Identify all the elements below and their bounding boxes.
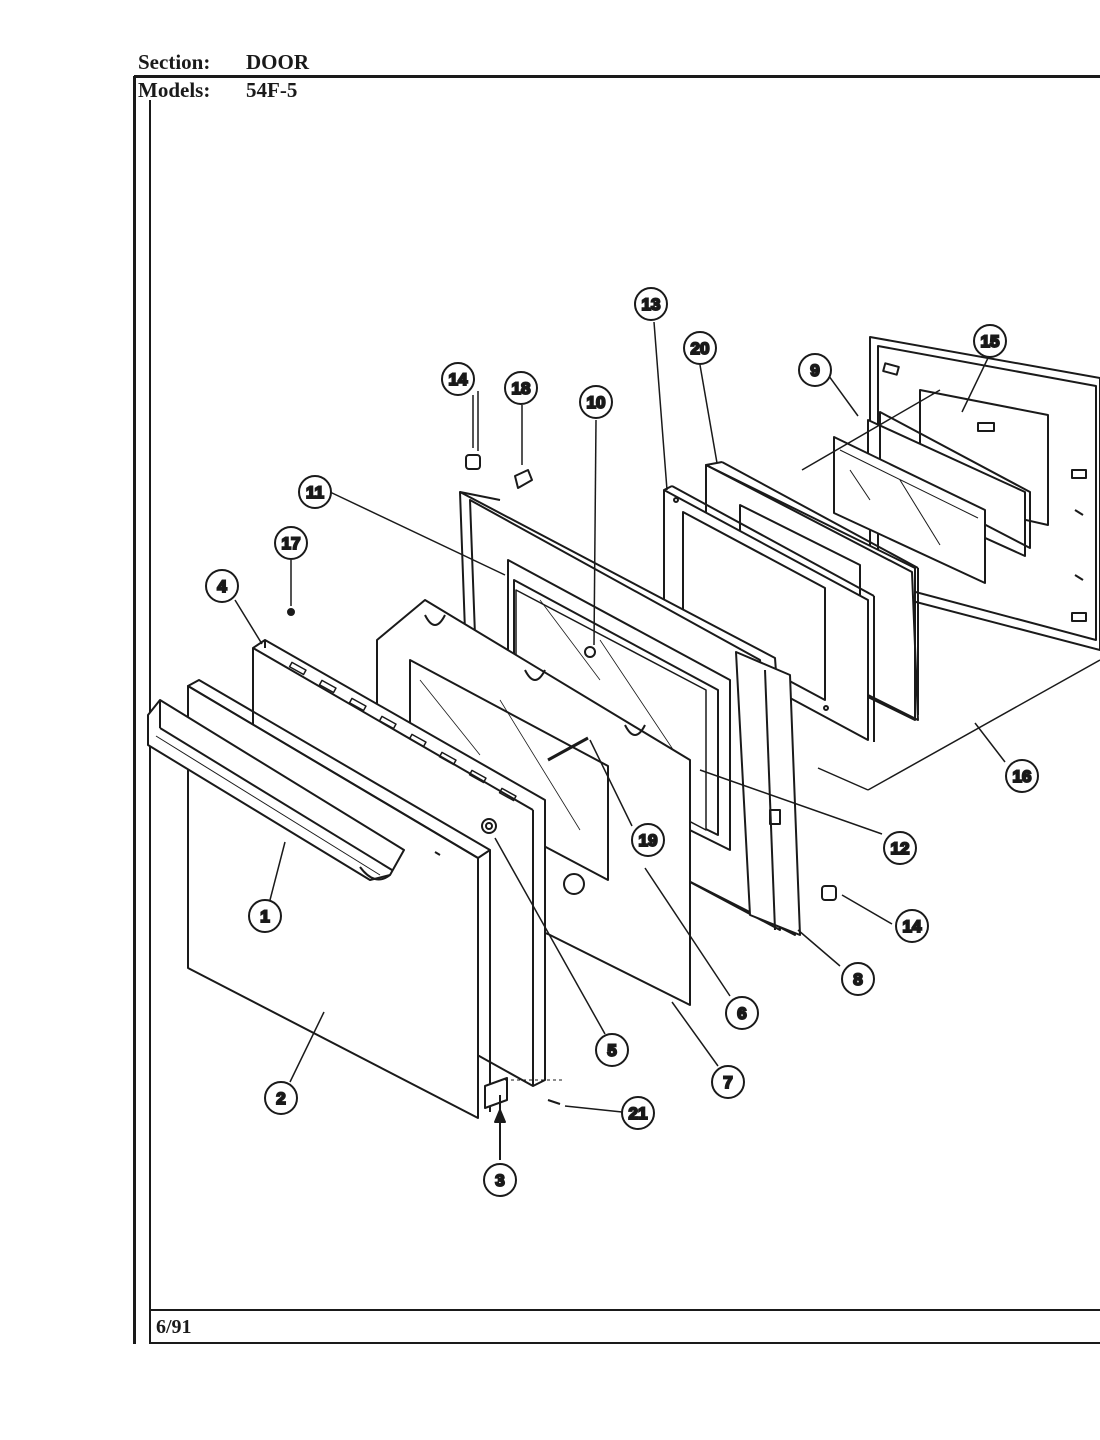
- leader-11: [329, 491, 506, 576]
- svg-text:18: 18: [512, 379, 531, 398]
- callout-13: 13: [634, 287, 668, 321]
- callout-5: 5: [595, 1033, 629, 1067]
- clip-18: [514, 405, 533, 489]
- callout-18: 18: [504, 371, 538, 405]
- svg-text:20: 20: [691, 339, 710, 358]
- callout-2: 2: [264, 1081, 298, 1115]
- callout-3: 3: [483, 1163, 517, 1197]
- leader-lines: [234, 321, 1006, 1083]
- section-value: DOOR: [246, 50, 309, 74]
- svg-text:5: 5: [607, 1041, 616, 1060]
- callout-21: 21: [621, 1096, 655, 1130]
- hinge-bracket: [484, 1077, 565, 1160]
- callout-12: 12: [883, 831, 917, 865]
- door-handle: [147, 699, 405, 881]
- svg-text:16: 16: [1013, 767, 1032, 786]
- svg-text:19: 19: [639, 831, 658, 850]
- svg-text:10: 10: [587, 393, 606, 412]
- callout-6: 6: [725, 996, 759, 1030]
- svg-text:17: 17: [282, 534, 301, 553]
- callout-11: 11: [298, 475, 332, 509]
- rod-19: [547, 736, 633, 827]
- svg-text:15: 15: [981, 332, 1000, 351]
- models-label: Models:: [138, 78, 211, 102]
- callout-7: 7: [711, 1065, 745, 1099]
- callout-14-top: 14: [441, 362, 475, 396]
- callout-8: 8: [841, 962, 875, 996]
- group-bracket-16: [801, 389, 1100, 791]
- callout-1: 1: [248, 899, 282, 933]
- callout-4: 4: [205, 569, 239, 603]
- callout-14-right: 14: [895, 909, 929, 943]
- footer-date: 6/91: [156, 1316, 192, 1338]
- callout-labels: 1 2 3 4 5 6 7 8 9 10 11 12 13 14 14 15 1…: [205, 287, 1039, 1197]
- svg-text:1: 1: [260, 907, 269, 926]
- svg-text:2: 2: [276, 1089, 285, 1108]
- callout-15: 15: [973, 324, 1007, 358]
- svg-text:6: 6: [737, 1004, 746, 1023]
- callout-17: 17: [274, 526, 308, 560]
- grommet-top: [465, 395, 481, 470]
- svg-text:3: 3: [495, 1171, 504, 1190]
- callout-10: 10: [579, 385, 613, 419]
- svg-text:13: 13: [642, 295, 661, 314]
- callout-20: 20: [683, 331, 717, 365]
- models-value: 54F-5: [246, 78, 298, 102]
- callout-19: 19: [631, 823, 665, 857]
- callout-16: 16: [1005, 759, 1039, 793]
- frame-left-line: [133, 76, 136, 1344]
- svg-text:4: 4: [217, 577, 227, 596]
- frame-bottom-line: [149, 1342, 1100, 1344]
- svg-text:14: 14: [449, 370, 468, 389]
- door-liner: [663, 485, 875, 742]
- section-label: Section:: [138, 50, 211, 74]
- grommet-right: [821, 885, 893, 925]
- frame-top-line: [134, 75, 1100, 78]
- callout-9: 9: [798, 353, 832, 387]
- svg-text:14: 14: [903, 917, 922, 936]
- glass-pack: [833, 411, 1031, 584]
- svg-text:12: 12: [891, 839, 910, 858]
- footer-divider-line: [149, 1309, 1100, 1311]
- svg-text:21: 21: [629, 1104, 648, 1123]
- screw-10: [584, 419, 597, 658]
- svg-text:9: 9: [810, 361, 819, 380]
- svg-text:11: 11: [306, 483, 324, 502]
- screw-17: [287, 560, 295, 616]
- screw-21: [547, 1099, 623, 1113]
- svg-text:8: 8: [853, 970, 862, 989]
- svg-text:7: 7: [723, 1073, 732, 1092]
